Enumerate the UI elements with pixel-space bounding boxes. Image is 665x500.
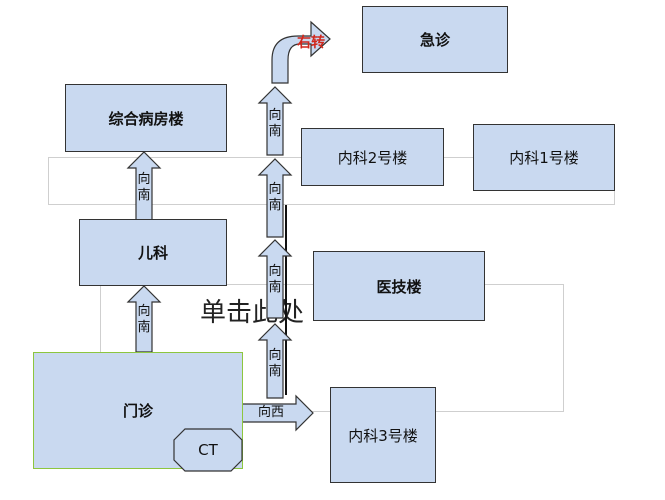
box-internal-medicine-2[interactable]: 内科2号楼 [301, 128, 444, 186]
south-arrow-6 [257, 323, 293, 399]
turn-right-label: 右转 [297, 35, 325, 51]
south-arrow-6-label: 向南 [268, 348, 282, 379]
south-arrow-4 [257, 158, 293, 238]
center-connector-line [285, 205, 287, 395]
box-inpatient-building[interactable]: 综合病房楼 [65, 84, 227, 152]
box-emergency[interactable]: 急诊 [362, 6, 508, 73]
south-arrow-5-label: 向南 [268, 264, 282, 295]
south-arrow-2 [126, 285, 162, 353]
box-internal-medicine-1[interactable]: 内科1号楼 [473, 124, 615, 191]
ct-label: CT [198, 441, 218, 459]
south-arrow-4-label: 向南 [268, 182, 282, 213]
west-arrow [241, 394, 314, 432]
south-arrow-3-label: 向南 [268, 108, 282, 139]
turn-right-arrow [271, 20, 331, 84]
south-arrow-5 [257, 239, 293, 319]
box-pediatrics[interactable]: 儿科 [79, 219, 227, 286]
south-arrow-1 [126, 151, 162, 223]
south-arrow-2-label: 向南 [137, 304, 151, 335]
box-medical-technology-building[interactable]: 医技楼 [313, 251, 485, 321]
south-arrow-1-label: 向南 [137, 172, 151, 203]
west-arrow-label: 向西 [258, 405, 285, 420]
box-internal-medicine-3[interactable]: 内科3号楼 [330, 387, 436, 483]
ct-octagon[interactable]: CT [173, 428, 243, 472]
south-arrow-3 [257, 86, 293, 156]
